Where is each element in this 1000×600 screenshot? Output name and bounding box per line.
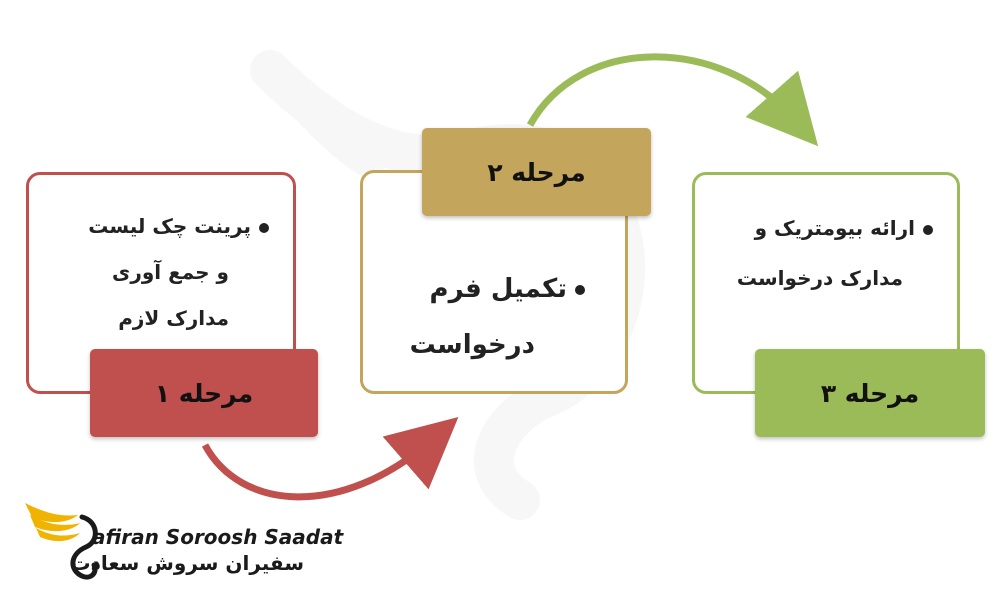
step1-line-3: مدارک لازم [118,306,229,330]
step3-line-2: مدارک درخواست [736,266,903,290]
logo-latin: afiran Soroosh Saadat [92,525,344,549]
step2-text: تکمیل فرم درخواست [410,261,585,373]
logo-persian: سفیران سروش سعادت [70,551,305,575]
arrow-step1-to-step2 [201,417,459,501]
step1-line-2: و جمع آوری [112,260,229,284]
step2-line-2: درخواست [409,330,535,360]
bullet-icon [575,284,585,295]
step3-label: مرحله ۳ [755,349,985,437]
step2-line-1: تکمیل فرم [429,274,567,304]
company-logo: afiran Soroosh Saadat سفیران سروش سعادت [20,495,343,585]
step1-label: مرحله ۱ [90,349,318,437]
bullet-icon [923,224,933,235]
step1-line-1: پرینت چک لیست [88,214,251,238]
arrow-step2-to-step3 [526,53,819,147]
step3-line-1: ارائه بیومتریک و [754,216,915,240]
bullet-icon [259,222,269,233]
step3-text: ارائه بیومتریک و مدارک درخواست [737,203,933,303]
step1-text: پرینت چک لیست و جمع آوری مدارک لازم [88,203,269,341]
step1-card: پرینت چک لیست و جمع آوری مدارک لازم [26,172,296,394]
step2-label: مرحله ۲ [422,128,651,216]
swan-wing-icon [25,503,98,580]
